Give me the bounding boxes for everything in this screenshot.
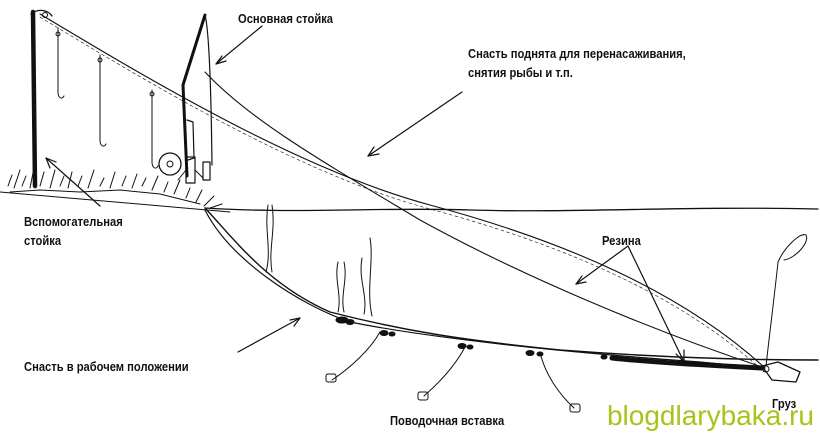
working-line [204,71,766,369]
raised-line-label-line1: Снасть поднята для перенасаживания, [468,46,686,61]
swivels [335,316,608,360]
main-stand [158,13,213,184]
raised-leaders [55,27,159,169]
working-leaders [325,331,581,413]
aux-stand-label-line1: Вспомогательная [24,214,123,229]
leader-insert-label: Поводочная вставка [390,413,505,428]
working-position-label: Снасть в рабочем положении [24,359,189,374]
weight [761,361,801,383]
weight-label: Груз [772,396,797,411]
rubber-section [609,355,765,371]
float-line [765,234,808,367]
site-watermark: blogdlarybaka.ru [606,400,814,431]
water-surface-line [204,207,819,212]
rubber-label: Резина [602,233,641,248]
aux-stand-label-line2: стойка [24,233,62,248]
working-line-bottom [204,209,766,369]
river-bottom-line [204,207,819,361]
water-weeds [265,204,373,317]
main-stand-label: Основная стойка [238,11,334,26]
raised-line-label-line2: снятия рыбы и т.п. [468,65,573,80]
pointer-arrows [45,25,685,363]
raised-line [39,13,766,369]
